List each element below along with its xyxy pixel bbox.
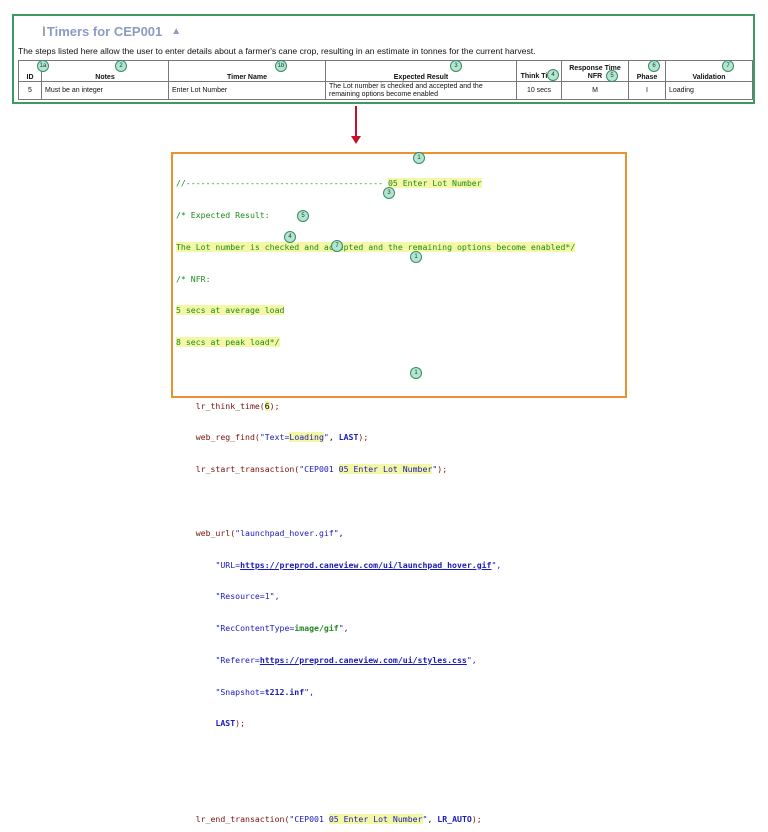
page-title: Timers for CEP001	[46, 23, 163, 39]
badge-3: 3	[383, 187, 395, 199]
badge-7: 7	[722, 60, 734, 72]
code-blank	[176, 782, 575, 793]
description: The steps listed here allow the user to …	[18, 46, 536, 56]
header-nfr: Response Time NFR 5	[561, 60, 629, 82]
badge-2: 2	[115, 60, 127, 72]
timers-table-panel: I Timers for CEP001 ▲ The steps listed h…	[12, 14, 755, 104]
cell-expected-result: The Lot number is checked and accepted a…	[325, 81, 517, 100]
badge-5: 5	[606, 70, 618, 82]
code-line: web_url("launchpad_hover.gif",	[195, 527, 344, 538]
badge-4: 4	[547, 69, 559, 81]
header-think-time: Think Time 4	[516, 60, 562, 82]
timers-table: ID 1a Notes 2 Timer Name 1b Expected Res…	[18, 60, 753, 100]
header-timer-name: Timer Name 1b	[168, 60, 326, 82]
badge-3: 3	[450, 60, 462, 72]
cell-phase: I	[628, 81, 666, 100]
badge-4: 4	[284, 231, 296, 243]
badge-1b: 1b	[275, 60, 287, 72]
table-row: 5 Must be an integer Enter Lot Number Th…	[18, 81, 753, 100]
code-line: web_reg_find("Text=Loading", LAST);	[195, 432, 369, 443]
badge-7: 7	[331, 240, 343, 252]
badge-6: 6	[648, 60, 660, 72]
badge-1: 1	[410, 367, 422, 379]
code-line: lr_think_time(6);	[195, 400, 280, 411]
header-validation: Validation 7	[665, 60, 753, 82]
badge-1: 1	[413, 152, 425, 164]
cell-validation: Loading	[665, 81, 753, 100]
text-cursor-icon: I	[42, 23, 46, 39]
code-line: /* NFR:	[176, 273, 211, 284]
connector-arrow-line	[355, 106, 357, 138]
badge-1: 1	[410, 251, 422, 263]
code-line: "URL=https://preprod.caneview.com/ui/lau…	[215, 559, 502, 570]
code-line: "Referer=https://preprod.caneview.com/ui…	[215, 654, 477, 665]
header-id: ID 1a	[18, 60, 49, 82]
timers-heading: I Timers for CEP001 ▲	[42, 23, 181, 39]
arrow-down-icon	[351, 136, 361, 144]
code-line: The Lot number is checked and accepted a…	[176, 241, 576, 252]
code-line: "RecContentType=image/gif",	[215, 623, 349, 634]
code-listing: //--------------------------------------…	[176, 157, 576, 832]
cell-timer-name: Enter Lot Number	[168, 81, 326, 100]
cell-think-time: 10 secs	[516, 81, 562, 100]
code-line: 5 secs at average load	[176, 305, 285, 316]
code-line: lr_start_transaction("CEP001 05 Enter Lo…	[195, 464, 448, 475]
code-blank	[176, 369, 575, 380]
code-line: LAST);	[215, 718, 246, 729]
code-blank	[176, 750, 575, 761]
code-line: "Resource=1",	[215, 591, 280, 602]
header-phase: Phase 6	[628, 60, 666, 82]
code-line: "Snapshot=t212.inf",	[215, 686, 315, 697]
table-header-row: ID 1a Notes 2 Timer Name 1b Expected Res…	[18, 60, 753, 82]
code-line: 8 secs at peak load*/	[176, 337, 280, 348]
header-notes: Notes 2	[41, 60, 169, 82]
cell-nfr: M	[561, 81, 629, 100]
cell-id: 5	[18, 81, 42, 100]
header-expected-result: Expected Result 3	[325, 60, 517, 82]
code-line: //--------------------------------------…	[176, 178, 482, 189]
code-line: /* Expected Result:	[176, 209, 270, 220]
code-line: lr_end_transaction("CEP001 05 Enter Lot …	[195, 813, 482, 824]
collapse-triangle-icon[interactable]: ▲	[171, 25, 182, 37]
cell-notes: Must be an integer	[41, 81, 169, 100]
code-panel: //--------------------------------------…	[171, 152, 627, 824]
badge-5: 5	[297, 210, 309, 222]
code-blank	[176, 496, 575, 507]
